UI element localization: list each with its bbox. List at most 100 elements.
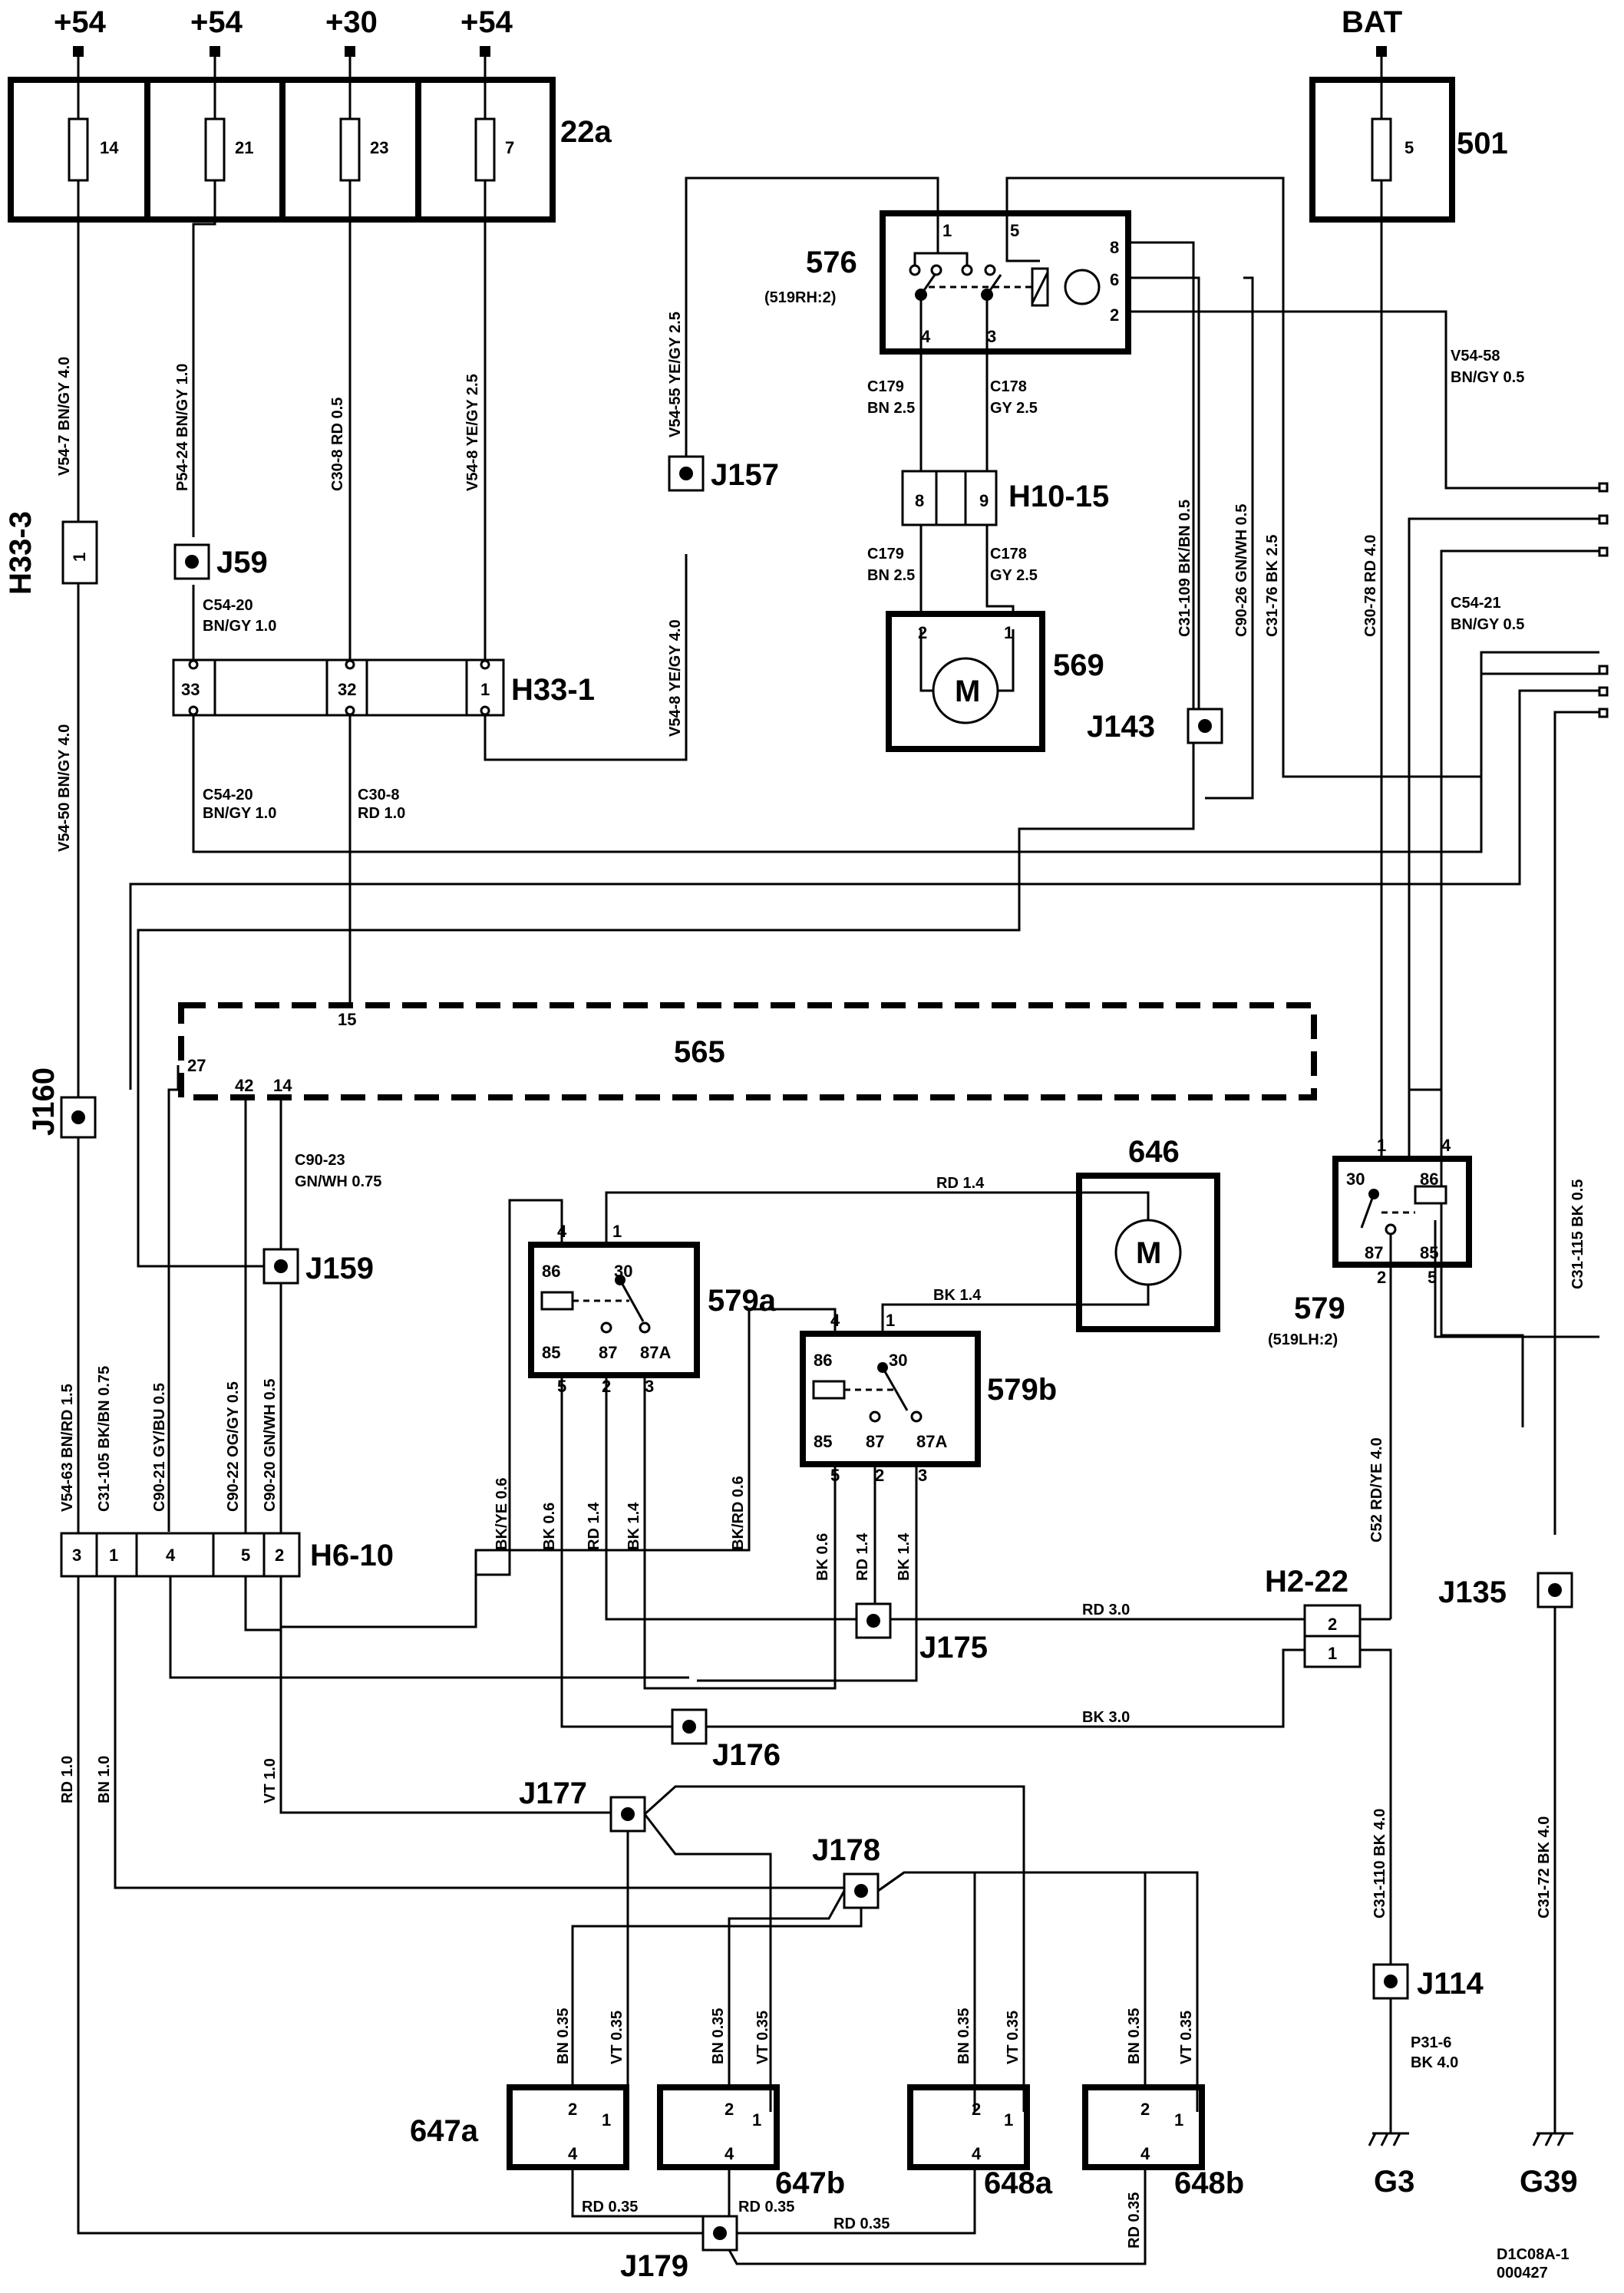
svg-text:33: 33 xyxy=(181,680,200,699)
motor-646-label: 646 xyxy=(1128,1135,1180,1169)
svg-text:J135: J135 xyxy=(1438,1575,1507,1609)
relay-576-sub: (519RH:2) xyxy=(764,289,836,306)
wire-v54-55: V54-55 YE/GY 2.5 xyxy=(667,312,684,437)
svg-text:1: 1 xyxy=(752,2110,761,2130)
sensor-bus-wires xyxy=(571,1785,1199,2112)
svg-text:BN 0.35: BN 0.35 xyxy=(710,2008,727,2064)
svg-text:BK 1.4: BK 1.4 xyxy=(896,1533,913,1581)
svg-text:C31-105 BK/BN 0.75: C31-105 BK/BN 0.75 xyxy=(96,1366,113,1512)
svg-text:V54-63 BN/RD 1.5: V54-63 BN/RD 1.5 xyxy=(59,1384,76,1512)
svg-text:J59: J59 xyxy=(216,546,268,579)
svg-text:C90-23: C90-23 xyxy=(295,1152,345,1169)
svg-text:J177: J177 xyxy=(519,1777,587,1810)
h6-10-label: H6-10 xyxy=(310,1539,394,1572)
svg-text:C90-21 GY/BU 0.5: C90-21 GY/BU 0.5 xyxy=(151,1383,168,1512)
svg-text:85: 85 xyxy=(814,1432,832,1451)
power-label-4: +54 xyxy=(460,5,513,39)
svg-text:C90-20 GN/WH 0.5: C90-20 GN/WH 0.5 xyxy=(262,1379,279,1512)
power-feeds: +54 +54 +30 +54 BAT xyxy=(54,5,1402,119)
svg-text:V54-58: V54-58 xyxy=(1451,348,1500,365)
svg-text:J143: J143 xyxy=(1087,710,1155,744)
svg-text:RD 0.35: RD 0.35 xyxy=(738,2199,794,2215)
svg-text:85: 85 xyxy=(1420,1243,1438,1262)
relay-579a: 86 30 85 87 87A 4 1 5 2 3 xyxy=(281,1199,700,1628)
svg-text:G3: G3 xyxy=(1374,2165,1414,2199)
connector-h10-15: 8 9 H10-15 xyxy=(901,470,1109,526)
svg-text:1: 1 xyxy=(612,1222,622,1241)
h33-1-label: H33-1 xyxy=(511,673,595,707)
relay-576: 1 5 4 3 8 6 2 xyxy=(880,210,1131,355)
svg-text:2: 2 xyxy=(1140,2100,1150,2119)
svg-text:VT 0.35: VT 0.35 xyxy=(1178,2011,1195,2064)
svg-text:2: 2 xyxy=(875,1466,884,1485)
svg-text:C31-115 BK 0.5: C31-115 BK 0.5 xyxy=(1570,1179,1586,1289)
svg-text:2: 2 xyxy=(1110,305,1119,325)
svg-text:BK 1.4: BK 1.4 xyxy=(626,1502,642,1550)
svg-text:15: 15 xyxy=(338,1010,356,1029)
module-565: 565 15 27 42 14 xyxy=(167,1002,1317,1532)
svg-text:30: 30 xyxy=(889,1351,907,1370)
wire-c54-20-bottom-1: C54-20 xyxy=(203,787,253,803)
svg-text:RD 1.4: RD 1.4 xyxy=(854,1533,871,1581)
svg-text:2: 2 xyxy=(918,623,927,642)
svg-text:87A: 87A xyxy=(916,1432,947,1451)
svg-text:BK/RD 0.6: BK/RD 0.6 xyxy=(730,1476,747,1550)
relay-579b: 86 30 85 87 87A 4 1 5 2 3 xyxy=(474,1308,981,1612)
svg-text:5: 5 xyxy=(1428,1268,1437,1287)
wire-p54-24: P54-24 BN/GY 1.0 xyxy=(174,364,191,491)
svg-text:C179: C179 xyxy=(867,378,904,395)
fuse-23-label: 23 xyxy=(370,138,388,157)
svg-text:1: 1 xyxy=(1377,1136,1386,1155)
svg-text:BN 1.0: BN 1.0 xyxy=(96,1756,113,1803)
module-565-label: 565 xyxy=(674,1035,725,1069)
sensor-648b-label: 648b xyxy=(1174,2166,1244,2200)
svg-text:4: 4 xyxy=(725,2144,734,2163)
sensor-648b: 2 1 4 648b xyxy=(718,2084,1244,2265)
svg-text:4: 4 xyxy=(557,1222,567,1241)
svg-text:1: 1 xyxy=(886,1311,895,1330)
svg-text:C178: C178 xyxy=(990,378,1027,395)
svg-text:J178: J178 xyxy=(812,1833,880,1867)
svg-text:30: 30 xyxy=(1346,1170,1365,1189)
junction-j177: J177 xyxy=(519,1777,646,1833)
svg-text:5: 5 xyxy=(1010,221,1019,240)
svg-text:C179: C179 xyxy=(867,546,904,563)
power-label-3: +30 xyxy=(325,5,378,39)
svg-text:J160: J160 xyxy=(27,1067,61,1136)
power-label-1: +54 xyxy=(54,5,107,39)
svg-text:BK/YE 0.6: BK/YE 0.6 xyxy=(493,1478,510,1550)
svg-text:86: 86 xyxy=(542,1262,560,1281)
junction-j160: J160 xyxy=(27,1067,97,1139)
svg-text:C52 RD/YE 4.0: C52 RD/YE 4.0 xyxy=(1368,1437,1385,1542)
sensor-648a-label: 648a xyxy=(984,2166,1053,2200)
svg-text:RD 1.0: RD 1.0 xyxy=(59,1756,76,1803)
svg-text:J179: J179 xyxy=(620,2249,688,2283)
fuse-box-501: 5 501 xyxy=(1309,77,1508,223)
svg-text:3: 3 xyxy=(918,1466,927,1485)
wire-c30-78: C30-78 RD 4.0 xyxy=(1362,535,1379,637)
svg-text:J114: J114 xyxy=(1417,1967,1484,2001)
sensor-647b: 2 1 4 647b xyxy=(657,2084,845,2233)
svg-text:27: 27 xyxy=(187,1056,206,1075)
wires-left xyxy=(77,180,1599,1550)
svg-text:4: 4 xyxy=(830,1311,840,1330)
svg-text:86: 86 xyxy=(1420,1170,1438,1189)
h6-10-down-wires xyxy=(77,1576,853,2235)
svg-text:14: 14 xyxy=(273,1076,292,1095)
svg-text:BN 2.5: BN 2.5 xyxy=(867,567,915,584)
svg-text:RD 1.4: RD 1.4 xyxy=(936,1175,985,1192)
svg-text:GY 2.5: GY 2.5 xyxy=(990,400,1038,417)
wire-v54-7: V54-7 BN/GY 4.0 xyxy=(56,357,73,476)
svg-text:VT 0.35: VT 0.35 xyxy=(754,2011,771,2064)
motor-569-symbol: M xyxy=(955,675,980,708)
junction-j179: J179 xyxy=(620,2215,738,2283)
motor-646-symbol: M xyxy=(1136,1236,1161,1270)
relay-579: 30 86 87 85 1 4 2 5 xyxy=(1332,1136,1599,1619)
connector-h33-1: 33 32 1 H33-1 xyxy=(172,658,595,717)
svg-text:BK 0.6: BK 0.6 xyxy=(814,1533,831,1581)
fuse-21-label: 21 xyxy=(235,138,253,157)
svg-text:VT 0.35: VT 0.35 xyxy=(1005,2011,1022,2064)
motor-569-label: 569 xyxy=(1053,648,1104,682)
svg-text:BN 0.35: BN 0.35 xyxy=(1126,2008,1143,2064)
svg-text:87A: 87A xyxy=(640,1343,671,1362)
